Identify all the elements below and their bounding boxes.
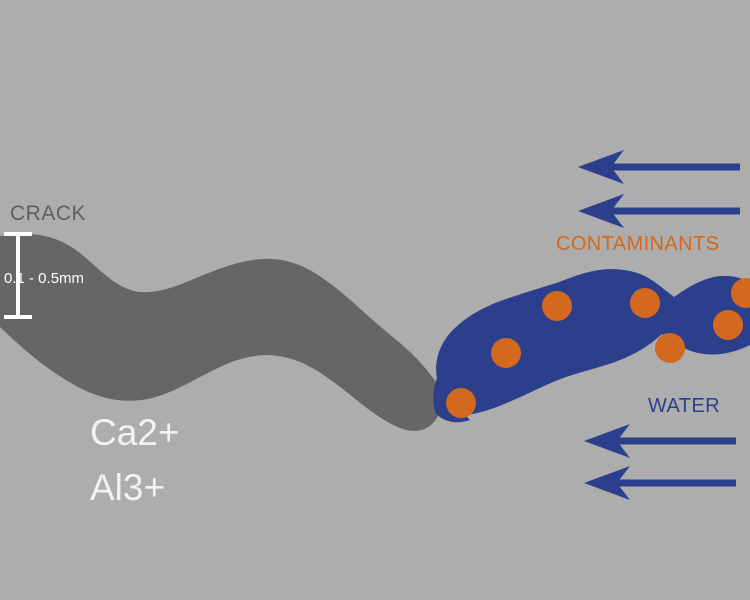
aluminium-ion-label: Al3+	[90, 467, 165, 508]
calcium-ion-label: Ca2+	[90, 412, 179, 453]
crack-width-label: 0.1 - 0.5mm	[4, 270, 84, 287]
water-arrow-2-head	[584, 466, 630, 500]
contaminant-particles-group	[446, 278, 750, 418]
contaminant-arrow-1-head	[578, 150, 624, 184]
contaminant-particle	[491, 338, 521, 368]
water-arrow-2-shaft	[617, 479, 736, 487]
contaminant-particle	[731, 278, 750, 308]
contaminant-particle	[542, 291, 572, 321]
contaminant-arrow-1-shaft	[611, 163, 740, 171]
water-arrow-1-head	[584, 424, 630, 458]
contaminant-particle	[713, 310, 743, 340]
contaminant-particle	[655, 333, 685, 363]
contaminant-particle	[630, 288, 660, 318]
contaminants-label: CONTAMINANTS	[556, 233, 719, 255]
crack-gray-body	[0, 233, 443, 431]
contaminant-arrow-2-shaft	[611, 207, 740, 215]
water-label: WATER	[648, 395, 720, 417]
contaminant-particle	[446, 388, 476, 418]
water-arrow-1-shaft	[617, 437, 736, 445]
water-blue-body	[433, 269, 750, 417]
crack-width-dimension	[4, 232, 32, 319]
crack-label: CRACK	[10, 202, 86, 225]
contaminant-arrow-2-head	[578, 194, 624, 228]
flow-arrows-group	[578, 150, 740, 500]
